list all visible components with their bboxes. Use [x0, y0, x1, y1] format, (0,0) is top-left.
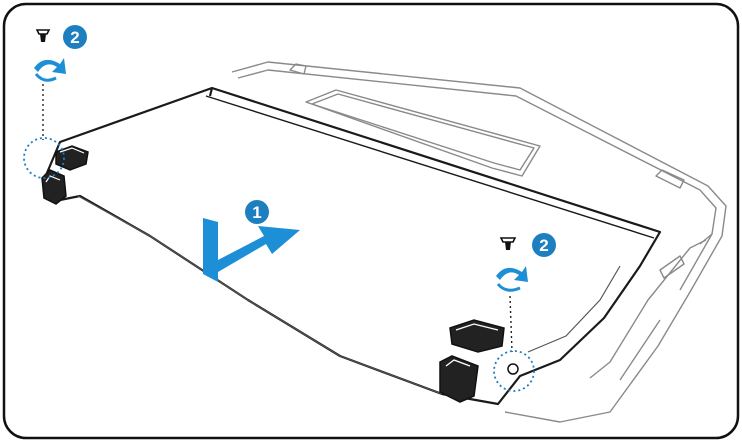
step-number: 1: [252, 203, 261, 222]
step-badge-1: 1: [245, 200, 269, 224]
step-badge-2-right: 2: [532, 233, 556, 257]
screw-hole: [508, 364, 518, 374]
battery-edge-bar: [203, 218, 218, 282]
step-number: 2: [70, 28, 79, 47]
step-badge-2-left: 2: [63, 25, 87, 49]
step-number: 2: [539, 236, 548, 255]
